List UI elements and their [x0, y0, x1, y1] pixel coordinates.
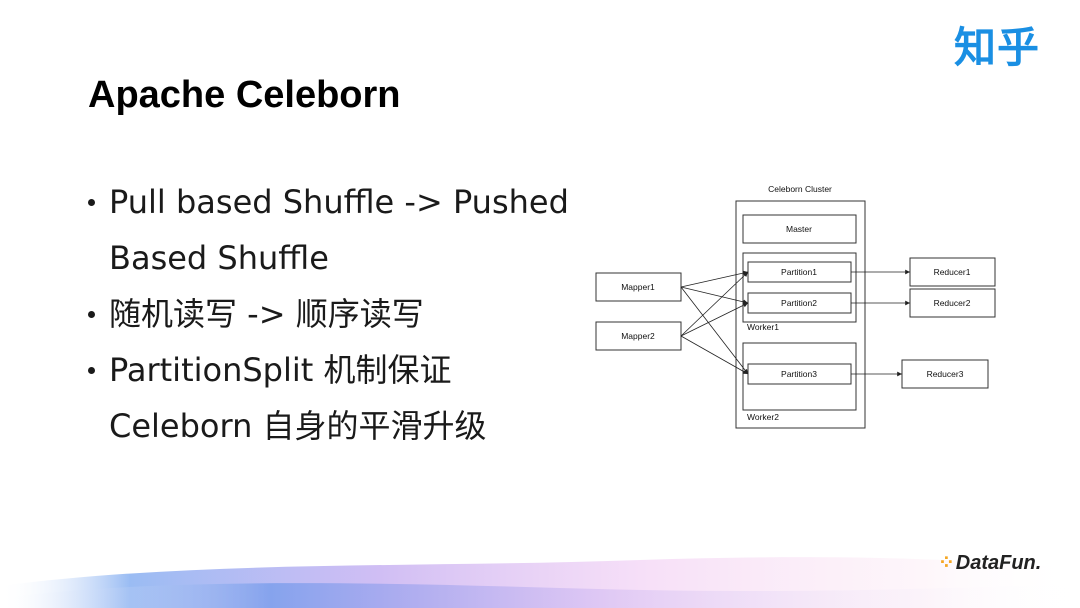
reducer3-label: Reducer3	[927, 369, 964, 379]
bullet-line: 随机读写 -> 顺序读写	[109, 295, 424, 333]
slide-title: Apache Celeborn	[88, 74, 401, 116]
bullet-line: Celeborn 自身的平滑升级	[109, 407, 487, 445]
mapper1-box	[595, 272, 682, 302]
mapper2-label: Mapper2	[621, 331, 655, 341]
reducer1-box	[909, 257, 996, 287]
bullet-list: Pull based Shuffle -> Pushed Based Shuff…	[88, 174, 569, 454]
bullet-item-1: Pull based Shuffle -> Pushed Based Shuff…	[88, 174, 569, 286]
datafun-logo-text: DataFun.	[955, 552, 1042, 574]
bullet-line: PartitionSplit 机制保证	[109, 351, 452, 389]
master-box	[742, 214, 857, 244]
arrow-mapper1-partition1	[680, 270, 749, 288]
arrow-mapper2-partition3	[680, 335, 749, 375]
bullet-dot-icon	[88, 311, 95, 318]
datafun-logo: ⁘DataFun.	[938, 548, 1041, 578]
reducer1-label: Reducer1	[934, 267, 971, 277]
reducer2-box	[909, 288, 996, 318]
datafun-mark-icon: ⁘	[938, 552, 955, 574]
partition3-label: Partition3	[781, 369, 817, 379]
reducer2-label: Reducer2	[934, 298, 971, 308]
bullet-item-2: 随机读写 -> 顺序读写	[88, 286, 569, 342]
partition2-label: Partition2	[781, 298, 817, 308]
arrow-mapper1-partition2	[680, 286, 749, 305]
arrow-mapper2-partition2	[680, 302, 749, 337]
zhihu-logo: 知乎	[954, 23, 1041, 72]
decorative-gradient-wave	[0, 557, 1080, 608]
arrow-mapper1-partition3	[680, 286, 749, 375]
mapper1-label: Mapper1	[621, 282, 655, 292]
bullet-item-3: PartitionSplit 机制保证 Celeborn 自身的平滑升级	[88, 342, 569, 454]
arrow-mapper2-partition1	[680, 271, 749, 337]
bullet-line: Pull based Shuffle -> Pushed	[109, 183, 569, 221]
cluster-label: Celeborn Cluster	[768, 184, 832, 194]
worker1-label: Worker1	[747, 322, 779, 332]
master-label: Master	[786, 224, 812, 234]
worker2-label: Worker2	[747, 412, 779, 422]
bullet-dot-icon	[88, 199, 95, 206]
partition1-label: Partition1	[781, 267, 817, 277]
bullet-dot-icon	[88, 367, 95, 374]
mapper2-box	[595, 321, 682, 351]
celeborn-architecture-diagram: Celeborn Cluster Master Partition1 Parti…	[595, 184, 996, 429]
bullet-line: Based Shuffle	[109, 239, 329, 277]
